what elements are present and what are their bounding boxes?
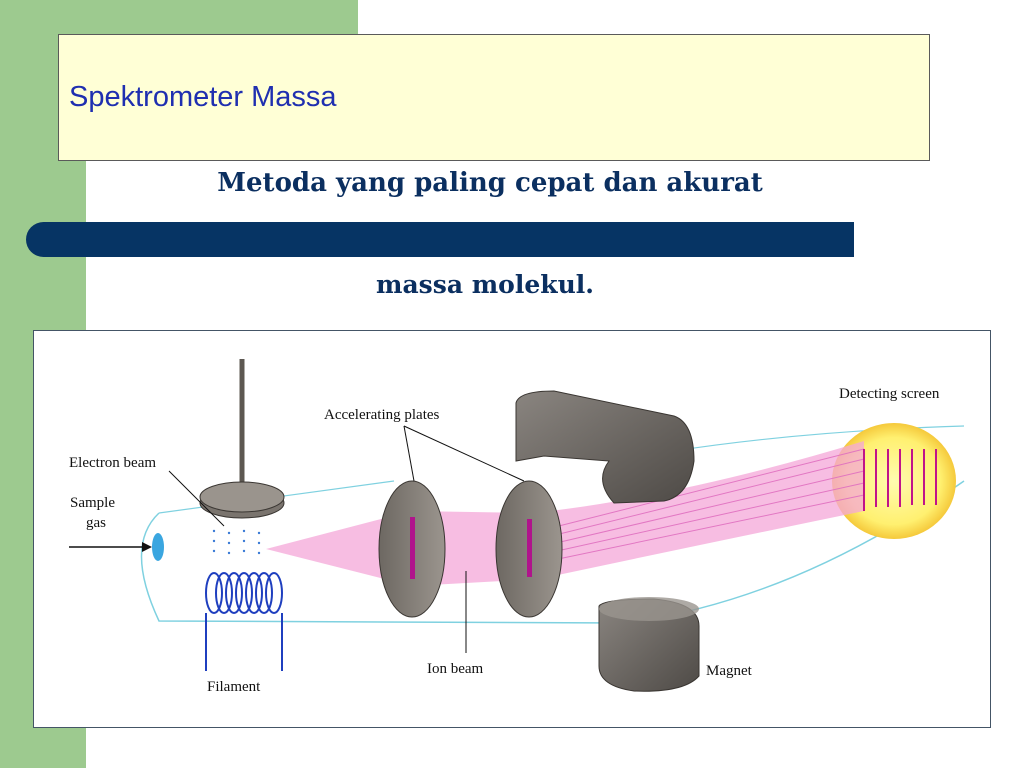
subtitle-line-2: massa molekul. — [376, 270, 594, 299]
label-magnet: Magnet — [706, 663, 753, 679]
label-electron-beam: Electron beam — [69, 455, 156, 471]
mass-spectrometer-diagram: Detecting screen Accelerating plates Ele… — [69, 359, 965, 695]
electron-beam-dots — [212, 529, 261, 555]
label-detecting-screen: Detecting screen — [839, 386, 940, 402]
mass-spectrometer-figure: Detecting screen Accelerating plates Ele… — [33, 330, 991, 728]
magnet-upper — [515, 390, 695, 504]
sample-gas-inlet — [152, 533, 164, 561]
label-accelerating-plates: Accelerating plates — [324, 407, 440, 423]
sample-gas-arrow-head — [142, 542, 152, 552]
leader-lines — [168, 425, 525, 653]
label-ion-beam: Ion beam — [427, 661, 484, 677]
ion-beam-rays — [538, 448, 865, 564]
label-sample-gas-1: Sample — [70, 495, 115, 511]
label-filament: Filament — [207, 679, 261, 695]
tube-outline-left — [140, 512, 625, 624]
subtitle-line-1: Metoda yang paling cepat dan akurat — [217, 168, 763, 198]
filament-coil — [205, 572, 283, 671]
top-green-band — [86, 0, 358, 34]
title-box: Spektrometer Massa — [58, 34, 930, 161]
label-sample-gas-2: gas — [86, 515, 106, 531]
detector-marks — [863, 449, 937, 511]
slide-title: Spektrometer Massa — [69, 81, 337, 113]
navy-divider-bar — [26, 222, 854, 257]
